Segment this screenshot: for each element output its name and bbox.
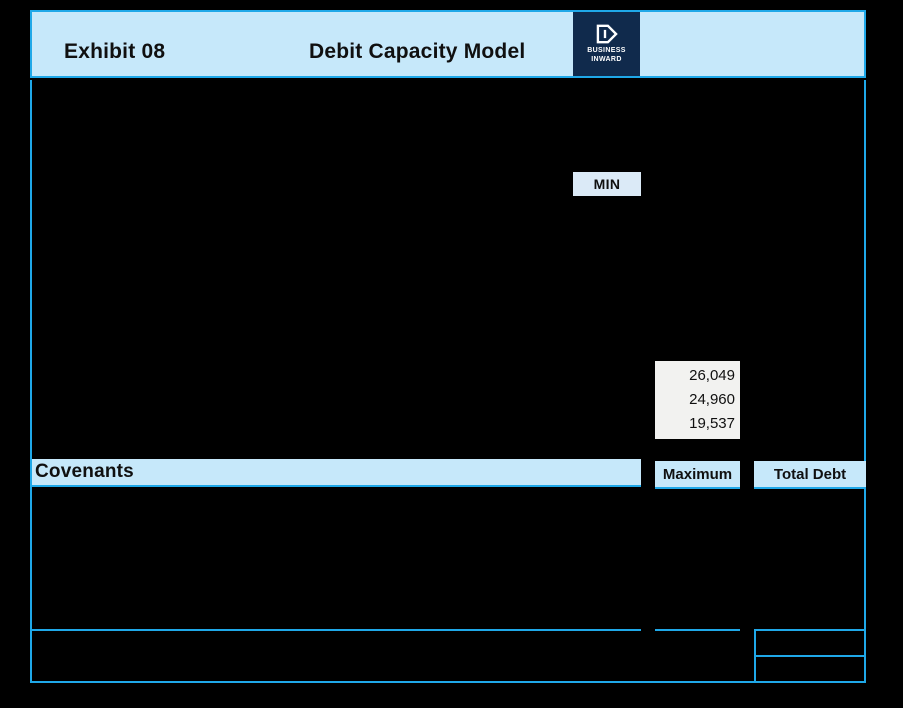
value-row: 24,960 xyxy=(689,391,735,408)
value-row: 19,537 xyxy=(689,415,735,432)
covenants-label: Covenants xyxy=(35,461,134,482)
slide-body-frame xyxy=(30,80,866,683)
min-label-chip: MIN xyxy=(573,172,641,196)
total-rule-maximum xyxy=(655,629,740,631)
total-rule-left xyxy=(32,629,641,631)
column-header-maximum: Maximum xyxy=(655,461,740,489)
summary-cell xyxy=(756,657,864,681)
brand-logo: BUSINESS INWARD xyxy=(573,12,640,76)
play-d-mark-icon xyxy=(596,24,618,44)
values-block: 26,049 24,960 19,537 xyxy=(655,361,740,439)
logo-word-line2: INWARD xyxy=(591,55,622,63)
page-title: Debit Capacity Model xyxy=(309,40,526,63)
value-row: 26,049 xyxy=(689,367,735,384)
slide-header-band: Exhibit 08 Debit Capacity Model xyxy=(30,10,866,78)
logo-word-line1: BUSINESS xyxy=(587,47,626,54)
exhibit-label: Exhibit 08 xyxy=(64,40,166,63)
column-header-total-debt: Total Debt xyxy=(754,461,866,489)
covenants-section-header: Covenants xyxy=(32,459,641,487)
summary-cell xyxy=(756,631,864,657)
total-debt-summary-box xyxy=(754,629,866,683)
